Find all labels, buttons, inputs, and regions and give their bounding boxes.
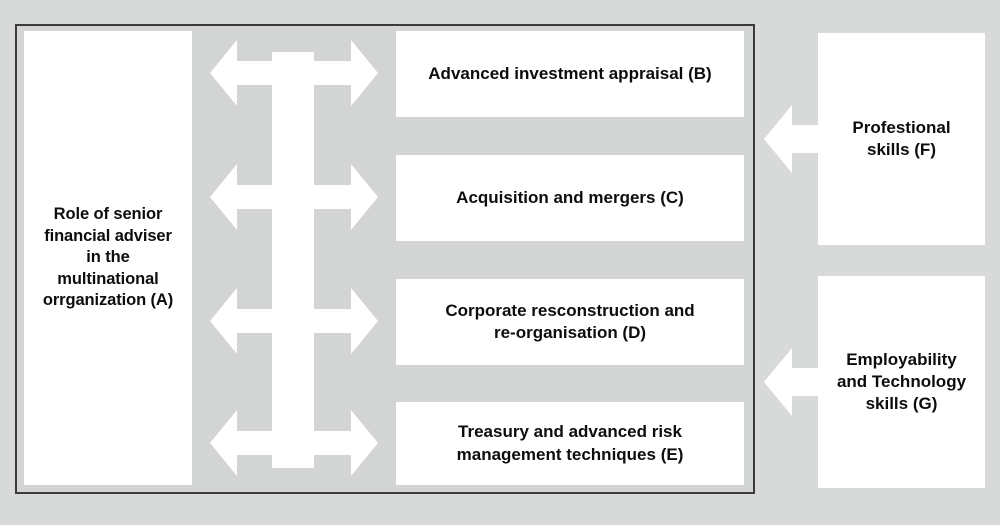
node-c-label: Acquisition and mergers (C): [456, 187, 684, 207]
node-a-line-4: multinational: [57, 269, 159, 288]
node-f-line-2: skills (F): [867, 140, 936, 159]
node-a-line-1: Role of senior: [53, 205, 163, 224]
node-b-label: Advanced investment appraisal (B): [428, 63, 712, 83]
node-a-line-3: in the: [86, 248, 130, 267]
node-f-label: Profestional skills (F): [852, 117, 950, 161]
arrow-f-to-frame: [762, 102, 820, 176]
node-box-a[interactable]: Role of senior financial adviser in the …: [24, 31, 192, 485]
node-e-line-1: Treasury and advanced risk: [458, 422, 682, 442]
node-a-line-2: financial adviser: [44, 226, 172, 245]
node-f-line-1: Profestional: [852, 117, 951, 137]
node-g-line-3: skills (G): [865, 394, 938, 414]
node-box-f[interactable]: Profestional skills (F): [818, 33, 985, 245]
node-d-line-2: re-organisation (D): [493, 323, 647, 342]
node-g-line-1: Employability: [846, 349, 957, 369]
node-box-e[interactable]: Treasury and advanced risk management te…: [396, 402, 744, 485]
node-box-g[interactable]: Employability and Technology skills (G): [818, 276, 985, 488]
node-d-line-1: Corporate resconstruction and: [445, 300, 695, 320]
node-box-b[interactable]: Advanced investment appraisal (B): [396, 31, 744, 117]
node-box-d[interactable]: Corporate resconstruction and re-organis…: [396, 279, 744, 365]
node-d-label: Corporate resconstruction and re-organis…: [445, 300, 694, 344]
arrow-g-to-frame: [762, 345, 820, 419]
node-g-label: Employability and Technology skills (G): [837, 349, 966, 415]
node-e-label: Treasury and advanced risk management te…: [457, 421, 684, 465]
node-g-line-2: and Technology: [836, 371, 967, 391]
node-e-line-2: management techniques (E): [456, 444, 684, 464]
node-a-line-5: orrganization (A): [42, 291, 174, 310]
node-box-c[interactable]: Acquisition and mergers (C): [396, 155, 744, 241]
node-a-label: Role of senior financial adviser in the …: [43, 204, 173, 311]
